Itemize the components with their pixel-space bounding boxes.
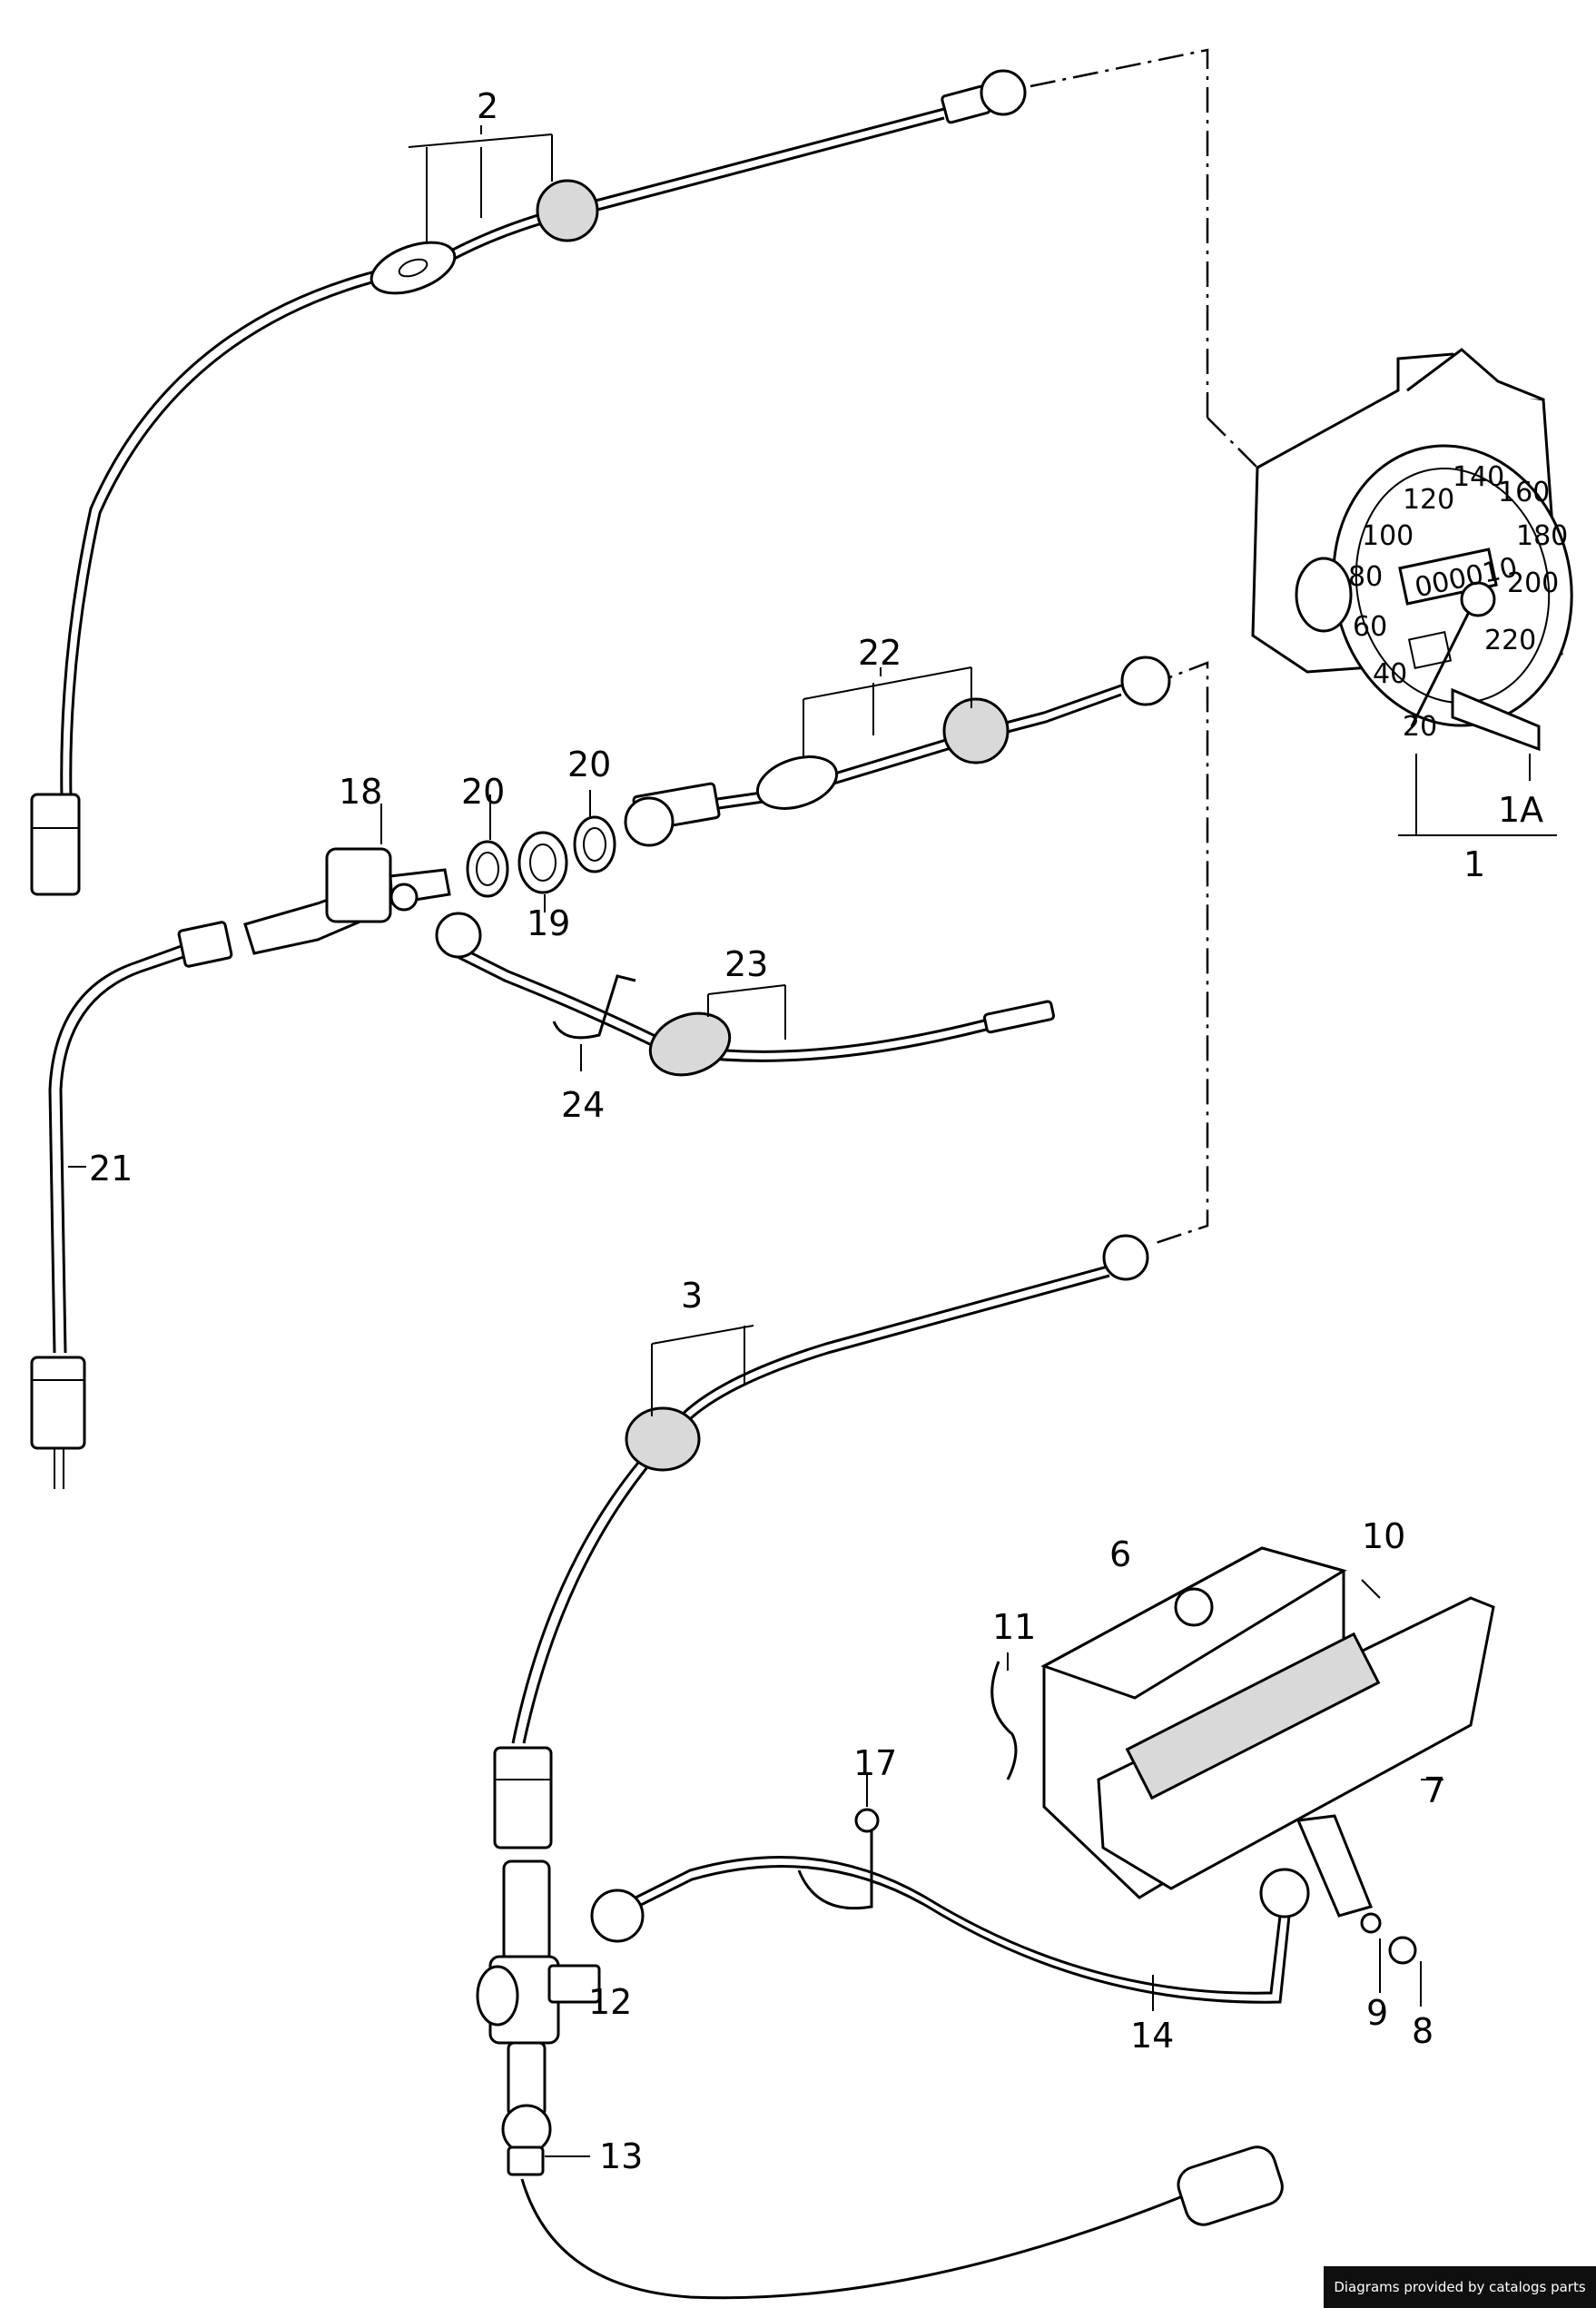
clip-24 — [552, 974, 636, 1040]
callout-10: 10 — [1362, 1516, 1405, 1556]
scale-200: 200 — [1507, 567, 1559, 599]
scale-60: 60 — [1353, 611, 1387, 643]
cable-21-end-coupling — [30, 1356, 86, 1450]
nut-8 — [1388, 1936, 1417, 1965]
callout-19: 19 — [527, 903, 570, 943]
adapter-18 — [243, 847, 451, 955]
drive-shaft-1a — [1451, 687, 1541, 752]
callout-14: 14 — [1130, 2016, 1174, 2056]
cable-14 — [590, 1855, 1310, 2004]
speedometer-cable-22 — [624, 656, 1171, 847]
callout-20-right: 20 — [567, 745, 611, 784]
callout-21: 21 — [89, 1149, 133, 1189]
speedometer-cable-3 — [493, 1234, 1149, 1849]
speedometer-cable-23 — [435, 912, 1056, 1077]
cable-2-end-coupling — [30, 793, 81, 896]
callout-7: 7 — [1424, 1770, 1445, 1810]
speedometer-cable-2 — [30, 69, 1027, 896]
dash-dot-line-top — [1030, 48, 1258, 469]
grommet-23 — [648, 1011, 732, 1077]
washer-9 — [1360, 1912, 1382, 1934]
scale-100: 100 — [1362, 520, 1414, 552]
scale-40: 40 — [1373, 658, 1407, 690]
dash-dot-line-bottom — [1148, 661, 1209, 1246]
leader-lines — [68, 125, 1557, 2157]
scale-180: 180 — [1516, 520, 1568, 552]
grommet-2a — [369, 241, 457, 295]
bracket-7 — [1097, 1596, 1495, 1918]
callout-2: 2 — [477, 86, 498, 126]
speedometer-instrument: 20 40 60 80 100 120 140 160 180 200 220 … — [1251, 348, 1573, 752]
callout-1: 1 — [1463, 844, 1485, 884]
coupling-13 — [501, 2104, 1284, 2300]
scale-220: 220 — [1484, 625, 1536, 656]
pad-10 — [1125, 1632, 1381, 1800]
grommet-2b — [536, 179, 599, 242]
scale-80: 80 — [1348, 561, 1383, 593]
callout-22: 22 — [858, 633, 901, 673]
grommet-3 — [625, 1406, 701, 1472]
callout-9: 9 — [1366, 1993, 1388, 2033]
callout-17: 17 — [853, 1743, 897, 1783]
grommet-22a — [755, 755, 839, 810]
callout-18: 18 — [339, 772, 382, 812]
speedometer-cable-21 — [30, 921, 233, 1489]
seal-19 — [517, 831, 568, 894]
clip-17 — [797, 1825, 873, 1910]
scale-20: 20 — [1403, 711, 1437, 743]
washer-20-right — [573, 815, 616, 873]
clip-11 — [990, 1661, 1018, 1780]
callout-1a: 1A — [1498, 790, 1543, 830]
scale-160: 160 — [1498, 477, 1550, 508]
t-piece-12 — [476, 1859, 601, 2117]
callout-23: 23 — [724, 944, 768, 984]
scale-120: 120 — [1403, 484, 1454, 516]
callout-24: 24 — [561, 1085, 605, 1125]
credit-badge: Diagrams provided by catalogs parts — [1324, 2266, 1596, 2308]
callout-11: 11 — [992, 1607, 1036, 1647]
cable-3-end-coupling — [493, 1746, 553, 1849]
callout-6: 6 — [1109, 1534, 1131, 1574]
callout-8: 8 — [1412, 2011, 1433, 2051]
callout-3: 3 — [681, 1276, 703, 1316]
callout-12: 12 — [588, 1982, 632, 2022]
callout-13: 13 — [599, 2136, 643, 2176]
callout-20-left: 20 — [461, 772, 505, 812]
scale-140: 140 — [1453, 461, 1504, 493]
washer-20-left — [466, 840, 509, 898]
grommet-22b — [942, 697, 1010, 764]
